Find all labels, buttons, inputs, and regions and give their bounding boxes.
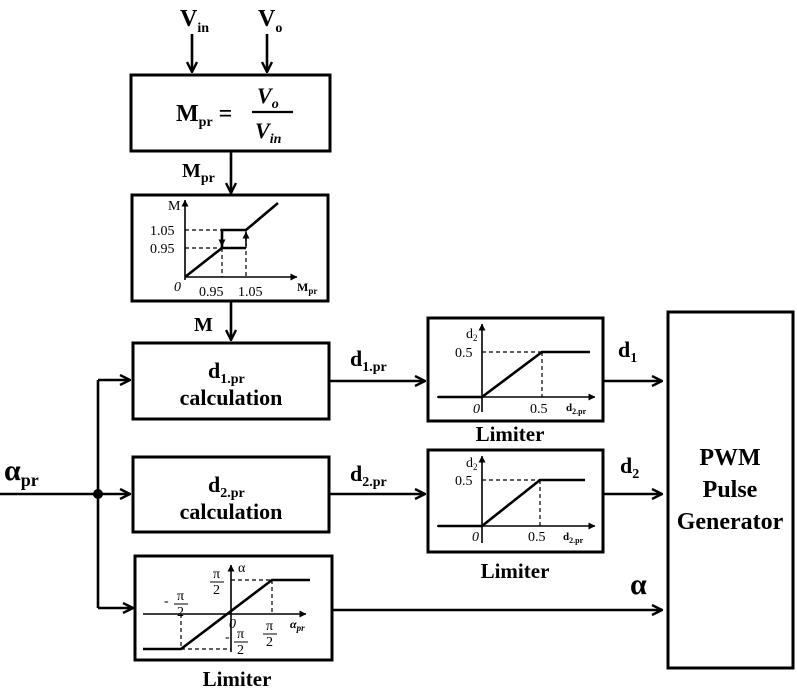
pwm-title-line1: PWM [699,445,760,471]
m-signal-label: M [194,314,213,336]
d1-output-label: d1 [618,337,637,366]
d1-calc-title: d1.pr [208,358,245,387]
hyst-x-tick-low: 0.95 [199,285,224,300]
limiter1-graph: d2 0.5 0 0.5 d2.pr [437,323,596,417]
alpha-limiter-caption: Limiter [203,667,272,691]
limiter2-curve [438,478,585,528]
alpha-limiter-y-label: α [238,561,246,576]
d2-output-label: d2 [620,453,639,482]
mpr-ratio-numerator: Vo [257,83,279,112]
pwm-title-line2: Pulse [703,477,758,503]
alpha-y-tick-pi: π [213,567,220,582]
limiter2-y-tick: 0.5 [455,474,473,489]
alpha-pr-input-label: αpr [4,454,39,490]
alpha-x-neg-two: 2 [177,605,184,620]
mpr-signal-label: Mpr [182,160,215,186]
limiter2-y-label: d2 [466,456,478,472]
d2-calc-title: d2.pr [208,472,245,501]
limiter2-x-tick: 0.5 [528,530,546,545]
alpha-y-tick-two: 2 [213,583,220,598]
limiter2-caption: Limiter [481,559,550,583]
limiter1-y-label: d2 [466,327,478,343]
alpha-x-neg-pi: π [177,589,184,604]
hysteresis-graph: M 1.05 0.95 0 0.95 1.05 Mpr [150,199,317,300]
hyst-y-tick-high: 1.05 [150,224,175,239]
d1-calc-caption: calculation [180,385,283,410]
hyst-x-label: Mpr [297,280,317,296]
limiter1-block [426,316,605,423]
alpha-x-pos-pi: π [266,619,273,634]
limiter1-curve [438,350,590,399]
limiter2-origin: 0 [472,530,479,545]
limiter1-x-tick: 0.5 [530,402,548,417]
pwm-title-line3: Generator [677,509,784,535]
limiter2-x-label: d2.pr [563,531,584,545]
vo-input-label: Vo [258,6,282,36]
d1-calculation-block [131,341,331,421]
limiter2-graph: d2 0.5 0 0.5 d2.pr [437,455,596,545]
alpha-x-pos-two: 2 [266,635,273,650]
alpha-limiter-curve [143,578,310,651]
alpha-limiter-x-label: αpr [290,617,305,633]
alpha-y-neg-two: 2 [237,643,244,658]
mpr-ratio-denominator: Vin [255,118,282,147]
limiter1-origin: 0 [473,402,480,417]
alpha-y-neg-pi: π [237,627,244,642]
alpha-output-label: α [630,568,647,601]
vin-input-label: Vin [180,6,209,36]
hyst-x-tick-high: 1.05 [238,285,263,300]
hyst-origin: 0 [174,280,181,295]
pwm-generator-block [666,310,795,670]
svg-text:Vo: Vo [258,6,282,36]
d2-calc-caption: calculation [180,499,283,524]
limiter1-caption: Limiter [476,422,545,446]
hyst-y-tick-low: 0.95 [150,242,175,257]
mpr-ratio-block [129,73,332,153]
svg-text:Vin: Vin [180,6,209,36]
hyst-y-label: M [168,199,181,214]
d2pr-signal-label: d2.pr [350,461,387,490]
alpha-x-neg-minus: - [164,594,169,609]
mpr-ratio-lhs: Mpr= [176,101,232,130]
limiter1-y-tick: 0.5 [455,346,473,361]
limiter1-x-label: d2.pr [566,402,587,416]
alpha-origin: 0 [229,617,236,632]
alpha-limiter-graph: α π 2 - π 2 0 π 2 - π 2 αpr [143,561,310,658]
d2-calculation-block [131,455,331,534]
d1pr-signal-label: d1.pr [350,346,387,375]
alpha-y-neg-minus: - [225,630,230,645]
